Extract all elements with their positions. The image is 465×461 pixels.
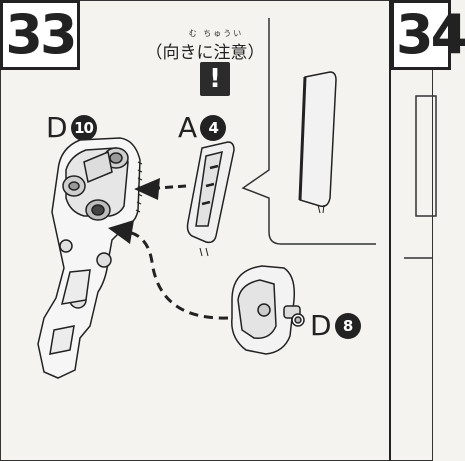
step-number: 33 xyxy=(5,3,77,66)
detail-callout xyxy=(241,18,376,245)
part-number-circle: 10 xyxy=(70,115,97,141)
part-letter: D xyxy=(310,309,332,342)
part-letter: D xyxy=(46,111,68,144)
part-letter: A xyxy=(178,111,198,144)
next-step-number: 34 xyxy=(396,3,465,66)
part-a4 xyxy=(186,141,235,257)
part-d8 xyxy=(231,265,305,355)
part-number-circle: 8 xyxy=(334,313,361,339)
part-d10-body xyxy=(37,137,141,379)
next-panel-part-hint xyxy=(415,95,437,217)
part-label-a4: A 4 xyxy=(178,111,227,144)
part-number-circle: 4 xyxy=(200,115,227,141)
caution-ruby: む ちゅうい xyxy=(188,29,244,38)
part-label-d8: D 8 xyxy=(310,312,361,340)
dashed-arrow-icon xyxy=(108,220,229,320)
step-number-box: 33 xyxy=(0,0,80,70)
part-label-d10: D 10 xyxy=(46,114,97,142)
step-panel xyxy=(389,0,391,461)
assembly-illustration xyxy=(37,18,437,379)
arrow-icon xyxy=(134,178,187,200)
caution-text: （向きに注意） xyxy=(145,43,265,63)
next-step-number-box: 34 xyxy=(391,0,465,70)
detail-part xyxy=(298,71,337,214)
exclamation-icon: ! xyxy=(200,62,230,96)
